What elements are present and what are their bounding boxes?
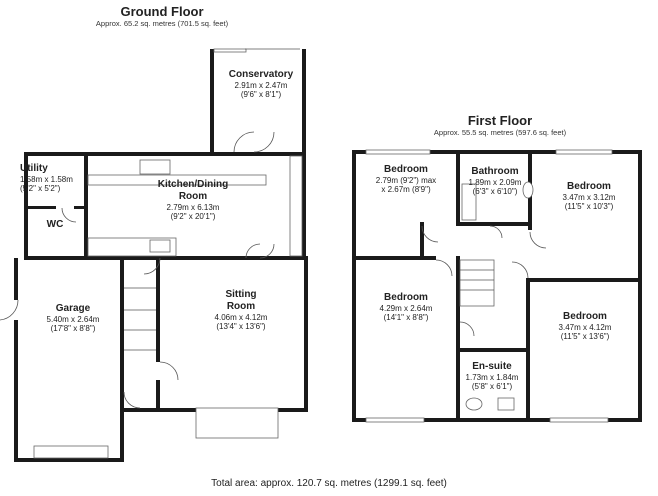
room-bathroom: Bathroom 1.89m x 2.09m (6'3" x 6'10") bbox=[462, 166, 528, 197]
room-name: Conservatory bbox=[228, 69, 294, 80]
room-metric: 2.79m x 6.13m bbox=[166, 202, 220, 212]
room-conservatory: Conservatory 2.91m x 2.47m (9'6" x 8'1") bbox=[216, 69, 306, 100]
room-metric: 2.91m x 2.47m bbox=[234, 80, 288, 90]
room-name: Sitting bbox=[225, 289, 257, 300]
room-name: WC bbox=[46, 219, 64, 230]
room-bedroom-b: Bedroom 3.47m x 3.12m (11'5" x 10'3") bbox=[544, 181, 634, 212]
room-bedroom-d: Bedroom 3.47m x 4.12m (11'5" x 13'6") bbox=[540, 311, 630, 342]
room-name: Bedroom bbox=[384, 164, 428, 175]
room-kitchen-dining: Kitchen/Dining Room 2.79m x 6.13m (9'2" … bbox=[128, 179, 258, 221]
room-imperial: (11'5" x 13'6") bbox=[560, 332, 610, 342]
room-metric: 4.29m x 2.64m bbox=[379, 303, 433, 313]
ground-floor-title: Ground Floor bbox=[120, 4, 204, 19]
room-name: Garage bbox=[55, 303, 91, 314]
room-bedroom-a: Bedroom 2.79m (9'2") max x 2.67m (8'9") bbox=[358, 164, 454, 195]
room-metric: 1.89m x 2.09m bbox=[468, 177, 522, 187]
room-imperial: (9'2" x 20'1") bbox=[170, 212, 216, 222]
room-imperial: (5'2" x 5'2") bbox=[20, 184, 61, 194]
room-metric: 3.47m x 3.12m bbox=[562, 192, 616, 202]
room-name: Bathroom bbox=[471, 166, 519, 177]
first-floor-title: First Floor bbox=[467, 113, 533, 128]
room-name: Kitchen/Dining bbox=[157, 179, 229, 190]
room-imperial: (9'6" x 8'1") bbox=[240, 90, 282, 100]
room-imperial: (14'1" x 8'8") bbox=[383, 313, 429, 323]
first-floor-walls bbox=[352, 149, 642, 423]
room-utility: Utility 1.58m x 1.58m (5'2" x 5'2") bbox=[20, 163, 88, 194]
room-metric: 4.06m x 4.12m bbox=[214, 312, 268, 322]
room-name: Bedroom bbox=[384, 292, 428, 303]
room-garage: Garage 5.40m x 2.64m (17'8" x 8'8") bbox=[30, 303, 116, 334]
room-metric: 1.73m x 1.84m bbox=[465, 372, 519, 382]
room-imperial: (17'8" x 8'8") bbox=[50, 324, 96, 334]
room-name-2: Room bbox=[226, 300, 256, 312]
room-metric: 1.58m x 1.58m bbox=[20, 174, 73, 184]
room-imperial: (6'3" x 6'10") bbox=[472, 187, 518, 197]
room-metric: 5.40m x 2.64m bbox=[46, 314, 100, 324]
total-area: Total area: approx. 120.7 sq. metres (12… bbox=[211, 478, 447, 489]
room-ensuite: En-suite 1.73m x 1.84m (5'8" x 6'1") bbox=[460, 361, 524, 392]
room-name: En-suite bbox=[472, 361, 512, 372]
room-name: Bedroom bbox=[567, 181, 611, 192]
room-sitting: Sitting Room 4.06m x 4.12m (13'4" x 13'6… bbox=[196, 289, 286, 331]
room-name: Bedroom bbox=[563, 311, 607, 322]
room-metric: 3.47m x 4.12m bbox=[558, 322, 612, 332]
room-imperial: (11'5" x 10'3") bbox=[564, 202, 614, 212]
room-name-2: Room bbox=[178, 190, 208, 202]
room-imperial: x 2.67m (8'9") bbox=[381, 185, 431, 195]
room-imperial: (5'8" x 6'1") bbox=[471, 382, 513, 392]
room-name: Utility bbox=[20, 163, 48, 174]
room-wc: WC bbox=[38, 219, 72, 231]
ground-floor-area: Approx. 65.2 sq. metres (701.5 sq. feet) bbox=[95, 19, 229, 28]
room-bedroom-c: Bedroom 4.29m x 2.64m (14'1" x 8'8") bbox=[362, 292, 450, 323]
ground-floor-walls bbox=[0, 48, 308, 462]
room-imperial: (13'4" x 13'6") bbox=[216, 322, 266, 332]
room-metric: 2.79m (9'2") max bbox=[375, 175, 437, 185]
first-floor-area: Approx. 55.5 sq. metres (597.6 sq. feet) bbox=[433, 128, 567, 137]
